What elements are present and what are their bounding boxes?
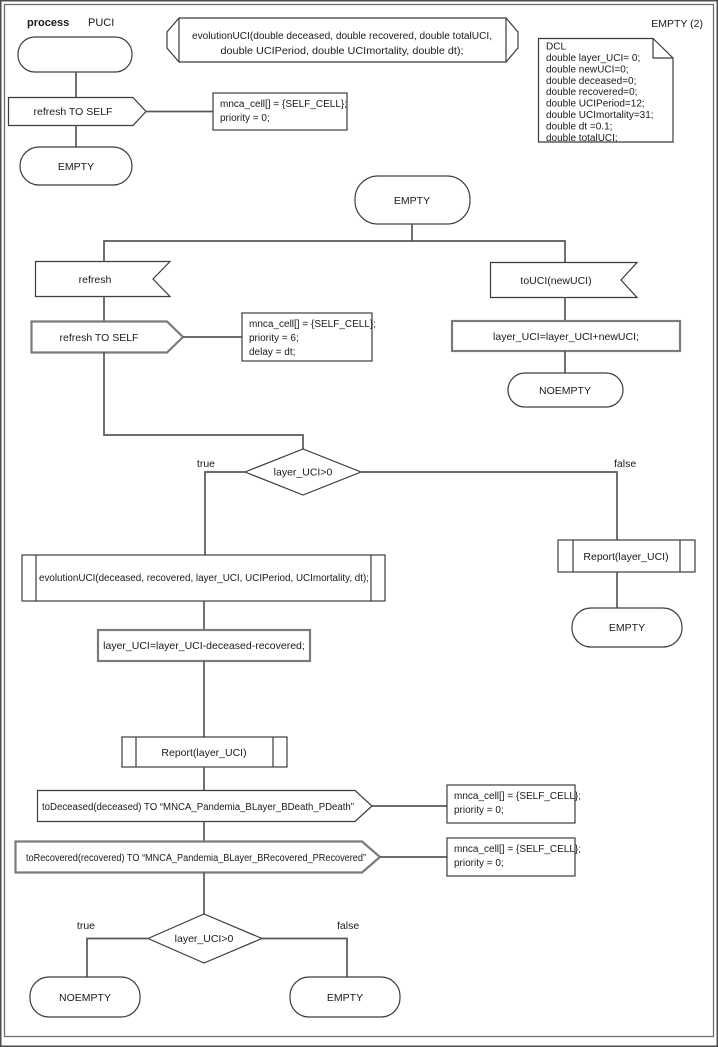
- output-refresh-to-self: refresh TO SELF: [30, 320, 185, 354]
- state-empty-right: EMPTY: [571, 607, 683, 648]
- decision2-false-label: false: [337, 920, 359, 932]
- dcl-line: DCL: [546, 42, 566, 53]
- output-torecovered: toRecovered(recovered) TO “MNCA_Pandemia…: [14, 840, 382, 874]
- comment-priority6-delay: mnca_cell[] = {SELF_CELL}; priority = 6;…: [241, 312, 376, 362]
- dcl-line: double newUCI=0;: [546, 64, 629, 75]
- decision1-false-label: false: [614, 458, 636, 470]
- comment-line: mnca_cell[] = {SELF_CELL};: [454, 844, 581, 855]
- procedure-declaration-symbol: evolutionUCI(double deceased, double rec…: [166, 17, 519, 63]
- procedure-call-text: evolutionUCI(deceased, recovered, layer_…: [39, 573, 369, 584]
- input-refresh: refresh: [34, 260, 172, 298]
- decision2-true-connector: [86, 937, 148, 977]
- process-name: PUCI: [88, 17, 114, 29]
- state-label: EMPTY: [609, 622, 645, 634]
- dcl-line: double recovered=0;: [546, 87, 637, 98]
- procedure-call-evolutionuci: evolutionUCI(deceased, recovered, layer_…: [21, 554, 386, 602]
- state-empty-bottom: EMPTY: [289, 976, 401, 1018]
- decision-layeruci-2: layer_UCI>0: [146, 913, 264, 964]
- output-refresh-to-self-start: refresh TO SELF: [7, 96, 147, 127]
- diagram-frame: [3, 3, 715, 1038]
- dcl-declarations-note: DCL double layer_UCI= 0; double newUCI=0…: [537, 37, 674, 144]
- task-layeruci-add: layer_UCI=layer_UCI+newUCI;: [450, 319, 682, 353]
- comment-line: mnca_cell[] = {SELF_CELL};: [249, 319, 376, 330]
- dcl-line: double UCIPeriod=12;: [546, 99, 645, 110]
- decision-condition: layer_UCI>0: [274, 467, 333, 479]
- comment-line: delay = dt;: [249, 347, 295, 358]
- comment-line: priority = 0;: [220, 113, 270, 124]
- task-text: layer_UCI=layer_UCI+newUCI;: [493, 331, 639, 343]
- decision1-true-label: true: [197, 458, 215, 470]
- state-label: EMPTY: [58, 161, 94, 173]
- decision2-false-connector: [262, 937, 348, 977]
- state-label: NOEMPTY: [539, 385, 591, 397]
- input-label: toUCI(newUCI): [520, 275, 591, 287]
- state-noempty-right: NOEMPTY: [507, 372, 624, 408]
- dcl-line: double dt =0.1;: [546, 121, 612, 132]
- task-text: layer_UCI=layer_UCI-deceased-recovered;: [103, 640, 305, 652]
- page-label: EMPTY (2): [651, 18, 703, 30]
- dcl-line: double layer_UCI= 0;: [546, 53, 640, 64]
- decision2-true-label: true: [77, 920, 95, 932]
- procedure-call-text: Report(layer_UCI): [161, 747, 246, 759]
- state-noempty-bottom: NOEMPTY: [29, 976, 141, 1018]
- comment-line: priority = 6;: [249, 333, 299, 344]
- state-label: EMPTY: [327, 992, 363, 1004]
- output-label: toRecovered(recovered) TO “MNCA_Pandemia…: [26, 853, 366, 864]
- procedure-call-report-left: Report(layer_UCI): [121, 736, 288, 768]
- output-todeceased: toDeceased(deceased) TO “MNCA_Pandemia_B…: [36, 789, 373, 823]
- comment-torecovered-priority: mnca_cell[] = {SELF_CELL}; priority = 0;: [446, 837, 581, 877]
- start-state-symbol: [17, 36, 133, 73]
- decision-layeruci-1: layer_UCI>0: [243, 448, 363, 496]
- procedure-call-report-right: Report(layer_UCI): [557, 539, 696, 573]
- decision-condition: layer_UCI>0: [175, 933, 234, 945]
- comment-todeceased-priority: mnca_cell[] = {SELF_CELL}; priority = 0;: [446, 784, 581, 824]
- dcl-line: double UCImortality=31;: [546, 110, 654, 121]
- folded-corner-icon: [652, 38, 673, 59]
- procedure-call-text: Report(layer_UCI): [583, 551, 668, 563]
- comment-line: mnca_cell[] = {SELF_CELL};: [220, 99, 347, 110]
- comment-priority0-start: mnca_cell[] = {SELF_CELL}; priority = 0;: [212, 92, 348, 131]
- input-label: refresh: [79, 274, 112, 286]
- process-kind-label: process: [27, 17, 69, 29]
- decision1-true-connector: [204, 471, 245, 555]
- connector-to-decision1: [103, 352, 304, 450]
- decision1-false-connector: [361, 471, 618, 540]
- output-label: toDeceased(deceased) TO “MNCA_Pandemia_B…: [42, 802, 354, 813]
- dcl-line: double totalUCI;: [546, 133, 618, 144]
- output-label: refresh TO SELF: [60, 332, 139, 344]
- procedure-declaration-text-line1: evolutionUCI(double deceased, double rec…: [192, 31, 492, 42]
- comment-line: mnca_cell[] = {SELF_CELL};: [454, 791, 581, 802]
- input-touci: toUCI(newUCI): [489, 261, 639, 299]
- procedure-declaration-text-line2: double UCIPeriod, double UCImortality, d…: [221, 46, 464, 57]
- output-label: refresh TO SELF: [34, 106, 113, 118]
- branch-connector: [103, 240, 566, 262]
- state-empty-top-left: EMPTY: [19, 146, 133, 186]
- state-label: NOEMPTY: [59, 992, 111, 1004]
- state-label: EMPTY: [394, 195, 430, 207]
- dcl-line: double deceased=0;: [546, 76, 636, 87]
- task-layeruci-subtract: layer_UCI=layer_UCI-deceased-recovered;: [96, 628, 312, 663]
- comment-line: priority = 0;: [454, 858, 504, 869]
- state-empty-middle: EMPTY: [354, 175, 471, 225]
- comment-line: priority = 0;: [454, 805, 504, 816]
